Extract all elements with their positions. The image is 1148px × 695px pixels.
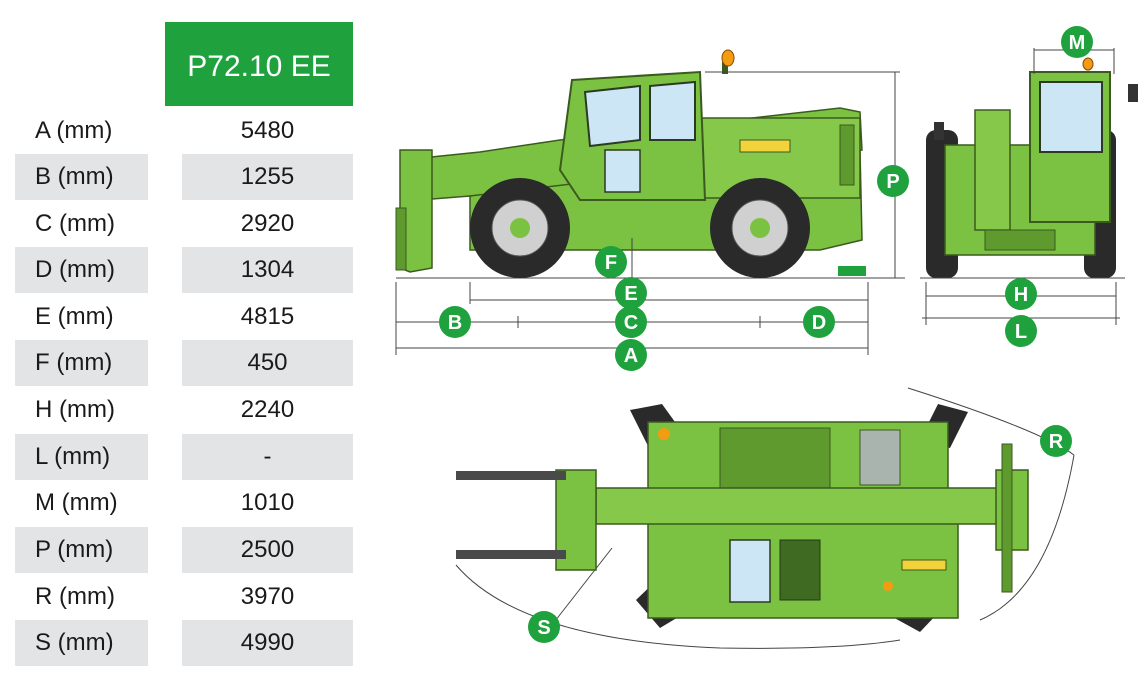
badge-m: M: [1061, 26, 1093, 58]
badge-r: R: [1040, 425, 1072, 457]
spec-label: D (mm): [15, 247, 148, 293]
spec-label: S (mm): [15, 620, 148, 666]
spec-value: 4990: [182, 620, 353, 666]
front-view: [920, 48, 1138, 325]
top-view: [455, 387, 1075, 649]
badge-p: P: [877, 165, 909, 197]
badge-label: E: [624, 283, 637, 305]
side-view: [395, 49, 905, 355]
spec-row-c: C (mm) 2920: [15, 201, 353, 247]
spec-value: 2500: [182, 527, 353, 573]
badge-b: B: [439, 306, 471, 338]
model-header: P72.10 EE: [165, 22, 353, 106]
badge-label: S: [537, 617, 550, 639]
badge-label: A: [624, 345, 638, 367]
spec-value: 2920: [240, 210, 295, 237]
spec-value: 2240: [240, 396, 295, 423]
badge-label: F: [605, 252, 617, 274]
badge-a: A: [615, 339, 647, 371]
spec-label: E (mm): [35, 303, 114, 330]
badge-label: R: [1049, 431, 1064, 453]
spec-label: H (mm): [35, 396, 115, 423]
badge-d: D: [803, 306, 835, 338]
badge-label: P: [886, 171, 899, 193]
badge-label: D: [812, 312, 826, 334]
spec-label: L (mm): [15, 434, 148, 480]
badge-label: H: [1014, 284, 1028, 306]
spec-row-h: H (mm) 2240: [15, 387, 353, 433]
spec-value: 4815: [240, 303, 295, 330]
spec-label: R (mm): [35, 583, 115, 610]
badge-label: L: [1015, 321, 1027, 343]
spec-label: M (mm): [35, 489, 118, 516]
spec-row-f: F (mm) 450: [15, 340, 353, 386]
badge-e: E: [615, 277, 647, 309]
spec-row-r: R (mm) 3970: [15, 574, 353, 620]
spec-row-p: P (mm) 2500: [15, 527, 353, 573]
spec-label: B (mm): [15, 154, 148, 200]
spec-row-l: L (mm) -: [15, 434, 353, 480]
spec-value: -: [182, 434, 353, 480]
spec-label: F (mm): [15, 340, 148, 386]
badge-h: H: [1005, 278, 1037, 310]
spec-row-a: A (mm) 5480: [15, 108, 353, 154]
badge-label: B: [448, 312, 462, 334]
spec-row-s: S (mm) 4990: [15, 620, 353, 666]
spec-value: 5480: [240, 117, 295, 144]
spec-value: 3970: [240, 583, 295, 610]
model-name: P72.10 EE: [187, 50, 331, 83]
spec-label: A (mm): [35, 117, 113, 144]
spec-value: 1255: [182, 154, 353, 200]
badge-label: M: [1069, 32, 1086, 54]
spec-value: 1010: [240, 489, 295, 516]
spec-row-d: D (mm) 1304: [15, 247, 353, 293]
badge-s: S: [528, 611, 560, 643]
spec-row-b: B (mm) 1255: [15, 154, 353, 200]
badge-c: C: [615, 306, 647, 338]
spec-label: C (mm): [35, 210, 115, 237]
spec-value: 450: [182, 340, 353, 386]
badge-f: F: [595, 246, 627, 278]
spec-label: P (mm): [15, 527, 148, 573]
spec-value: 1304: [182, 247, 353, 293]
spec-row-e: E (mm) 4815: [15, 294, 353, 340]
spec-row-m: M (mm) 1010: [15, 480, 353, 526]
badge-label: C: [624, 312, 638, 334]
badge-l: L: [1005, 315, 1037, 347]
